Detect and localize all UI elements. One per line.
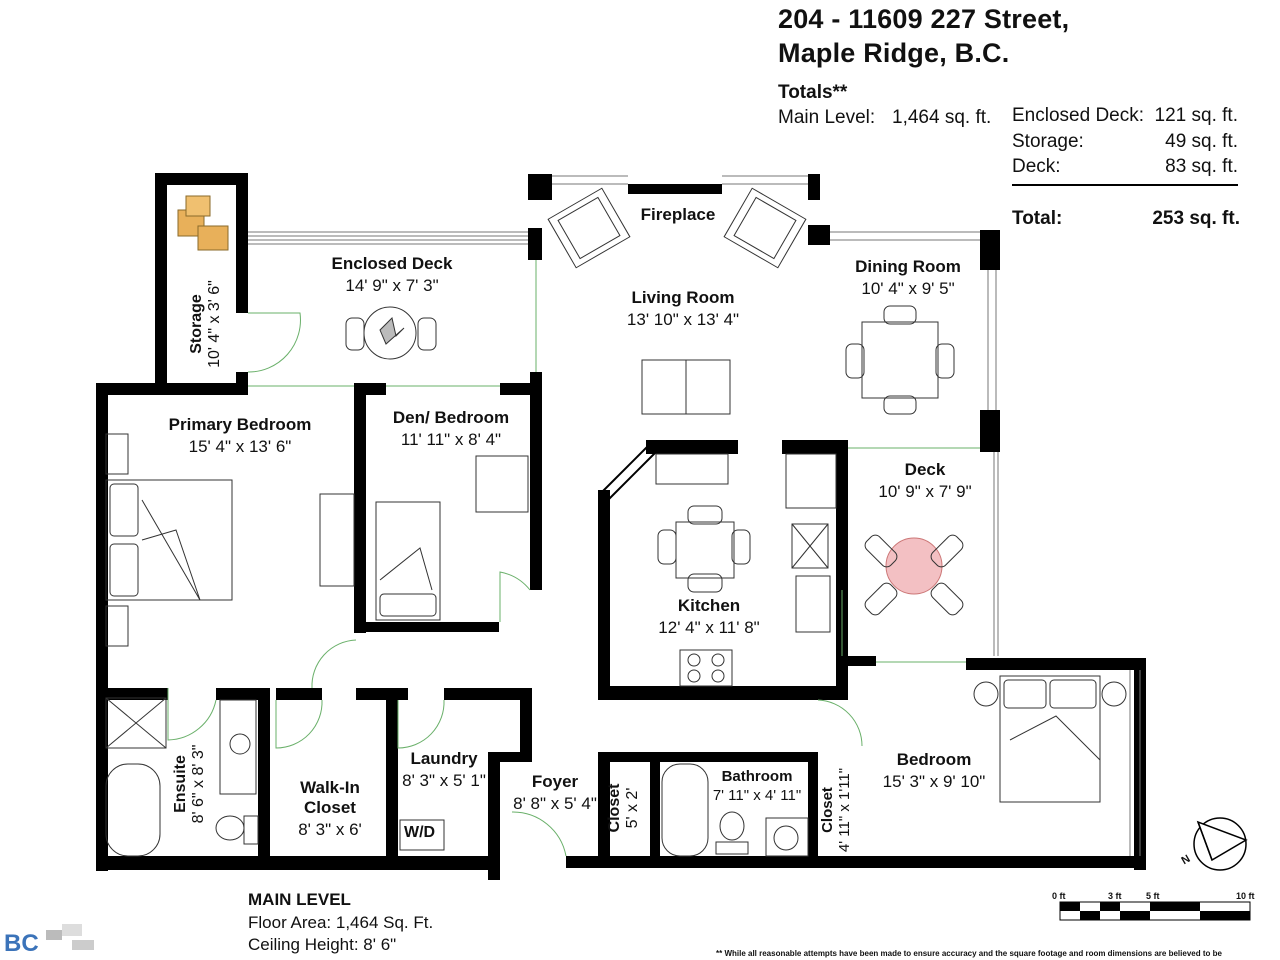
room-name: Bathroom <box>721 768 793 785</box>
room-dims: 10' 9" x 7' 9" <box>878 482 972 501</box>
footer-level: MAIN LEVEL <box>248 890 351 909</box>
room-dims: 8' 8" x 5' 4" <box>513 794 597 813</box>
room-name-line2: Closet <box>304 798 356 817</box>
room-laundry: Laundry 8' 3" x 5' 1" <box>402 749 486 791</box>
totals-row-label: Enclosed Deck: <box>1012 105 1145 126</box>
room-name: Enclosed Deck <box>331 254 453 273</box>
room-enclosed-deck: Enclosed Deck 14' 9" x 7' 3" <box>332 254 453 296</box>
room-dims: 14' 9" x 7' 3" <box>345 276 439 295</box>
scale-tick: 5 ft <box>1146 891 1160 901</box>
footer-floor-area: Floor Area: 1,464 Sq. Ft. <box>248 913 434 932</box>
scale-tick: 0 ft <box>1052 891 1066 901</box>
room-dims: 5' x 2' <box>624 787 641 829</box>
room-name: Closet <box>606 783 623 833</box>
totals-divider <box>1012 184 1238 186</box>
room-name: Ensuite <box>172 755 189 813</box>
scale-tick: 3 ft <box>1108 891 1122 901</box>
totals-row-label: Storage: <box>1012 131 1084 152</box>
room-kitchen: Kitchen 12' 4" x 11' 8" <box>658 596 759 638</box>
totals-row-value: 121 sq. ft. <box>1154 105 1238 126</box>
room-name: Den/ Bedroom <box>392 408 510 427</box>
room-closet-2: Closet 4' 11" x 1'11" <box>819 768 853 852</box>
room-name: Walk-In <box>300 778 360 797</box>
room-dims: 12' 4" x 11' 8" <box>658 618 760 637</box>
room-deck: Deck 10' 9" x 7' 9" <box>878 460 971 502</box>
room-name: Primary Bedroom <box>168 415 312 434</box>
room-dims: 15' 4" x 13' 6" <box>188 437 292 456</box>
totals-row-value: 83 sq. ft. <box>1165 156 1238 177</box>
room-name: Foyer <box>531 772 579 791</box>
address-line-1: 204 - 11609 227 Street, <box>778 4 1070 34</box>
room-name: Laundry <box>410 749 478 768</box>
room-dims: 8' 6" x 8' 3" <box>190 744 207 824</box>
room-bedroom: Bedroom 15' 3" x 9' 10" <box>883 750 986 792</box>
room-name: Fireplace <box>640 205 716 224</box>
room-ensuite: Ensuite 8' 6" x 8' 3" <box>172 745 208 824</box>
room-dims: 13' 10" x 13' 4" <box>626 310 740 329</box>
room-living-room: Living Room 13' 10" x 13' 4" <box>627 288 739 330</box>
room-storage: Storage 10' 4" x 3' 6" <box>188 280 224 368</box>
footer-ceiling: Ceiling Height: 8' 6" <box>248 935 397 954</box>
bc-logo: BC <box>4 930 39 957</box>
room-fireplace: Fireplace <box>641 205 716 225</box>
washer-dryer-label: W/D <box>404 824 436 841</box>
room-dims: 10' 4" x 3' 6" <box>206 280 223 368</box>
totals-row-value: 49 sq. ft. <box>1165 131 1238 152</box>
totals-heading: Totals** <box>778 82 848 103</box>
room-den: Den/ Bedroom 11' 11" x 8' 4" <box>393 408 509 450</box>
room-dims: 4' 11" x 1'11" <box>836 767 853 853</box>
scale-tick: 10 ft <box>1236 891 1255 901</box>
room-bathroom: Bathroom 7' 11" x 4' 11" <box>713 768 801 804</box>
room-dims: 8' 3" x 6' <box>298 820 362 839</box>
disclaimer: ** While all reasonable attempts have be… <box>716 949 1222 958</box>
room-name: Storage <box>188 294 205 354</box>
room-name: Dining Room <box>855 257 961 276</box>
room-closet-1: Closet 5' x 2' <box>606 784 642 833</box>
room-foyer: Foyer 8' 8" x 5' 4" <box>513 772 597 814</box>
room-name: Deck <box>904 460 946 479</box>
totals-row-label: Deck: <box>1012 156 1061 177</box>
room-name: Kitchen <box>677 596 741 615</box>
room-name: Living Room <box>631 288 735 307</box>
address-line-2: Maple Ridge, B.C. <box>778 38 1010 68</box>
main-level-value: 1,464 sq. ft. <box>892 107 992 128</box>
room-dims: 7' 11" x 4' 11" <box>712 787 802 804</box>
room-dims: 11' 11" x 8' 4" <box>400 430 502 449</box>
main-level-label: Main Level: <box>778 107 876 128</box>
room-dining-room: Dining Room 10' 4" x 9' 5" <box>855 257 961 299</box>
room-dims: 8' 3" x 5' 1" <box>402 771 486 790</box>
room-primary-bedroom: Primary Bedroom 15' 4" x 13' 6" <box>169 415 312 457</box>
total-value: 253 sq. ft. <box>1152 208 1240 229</box>
room-name: Closet <box>819 787 836 833</box>
room-walkin-closet: Walk-In Closet 8' 3" x 6' <box>298 778 362 840</box>
room-dims: 10' 4" x 9' 5" <box>861 279 955 298</box>
total-label: Total: <box>1012 208 1063 229</box>
room-dims: 15' 3" x 9' 10" <box>882 772 986 791</box>
room-name: Bedroom <box>896 750 972 769</box>
